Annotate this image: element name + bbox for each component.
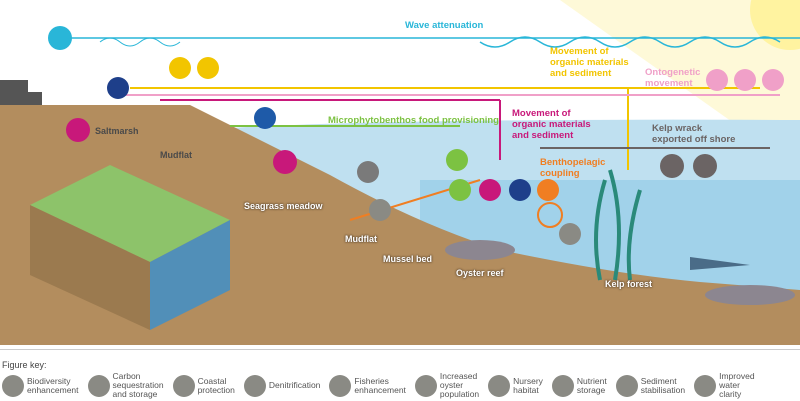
sediment-icon — [66, 118, 90, 142]
organic-materials-yellow-label: Movement of organic materials and sedime… — [550, 46, 629, 79]
habitat-seagrass: Seagrass meadow — [244, 201, 323, 211]
key-item: Increased oyster population — [414, 371, 480, 399]
denitrification-icon — [243, 374, 266, 397]
biodiversity-icon — [762, 69, 784, 91]
key-item: Improved water clarity — [694, 371, 755, 399]
sediment-icon — [197, 57, 219, 79]
habitat-kelp-forest: Kelp forest — [605, 279, 653, 289]
water-drop-icon — [537, 179, 559, 201]
biodiversity-icon — [693, 154, 717, 178]
habitat-mudflat-2: Mudflat — [345, 234, 377, 244]
sediment-icon — [479, 179, 501, 201]
habitat-mudflat: Mudflat — [160, 150, 192, 160]
key-item-label: Nutrient storage — [576, 375, 607, 395]
carbon-icon — [87, 374, 110, 397]
key-item: Denitrification — [243, 374, 321, 397]
key-item: Carbon sequestration and storage — [87, 371, 164, 399]
oyster-icon — [446, 149, 468, 171]
sediment-icon — [615, 374, 638, 397]
key-item-label: Nursery habitat — [513, 375, 543, 395]
building-icon — [0, 80, 28, 105]
shark — [690, 257, 750, 270]
key-item-label: Denitrification — [268, 380, 321, 390]
carbon-icon — [660, 154, 684, 178]
key-item: Nutrient storage — [551, 374, 607, 397]
sediment-icon — [169, 57, 191, 79]
coastal-protection-icon — [172, 374, 195, 397]
kelp — [594, 169, 642, 281]
nutrient-icon — [449, 179, 471, 201]
nursery-icon — [488, 374, 511, 397]
coastal-protection-icon — [48, 26, 72, 50]
oyster-icon — [414, 374, 437, 397]
habitat-oyster-reef: Oyster reef — [456, 268, 504, 278]
key-item-label: Sediment stabilisation — [640, 375, 686, 395]
key-item-label: Fisheries enhancement — [354, 375, 406, 395]
key-item-label: Carbon sequestration and storage — [112, 371, 164, 399]
microphytobenthos-label: Microphytobenthos food provisioning — [328, 115, 499, 126]
key-item: Sediment stabilisation — [615, 374, 686, 397]
ontogenetic-label: Ontogenetic movement — [645, 67, 701, 89]
key-item-label: Increased oyster population — [439, 371, 480, 399]
habitat-mussel-bed: Mussel bed — [383, 254, 433, 264]
fish-icon — [734, 69, 756, 91]
key-item: Nursery habitat — [488, 374, 543, 397]
oyster-icon — [559, 223, 581, 245]
key-item-label: Coastal protection — [197, 375, 235, 395]
habitat-saltmarsh: Saltmarsh — [95, 126, 139, 136]
fish-icon — [329, 374, 352, 397]
oyster-reef — [445, 240, 515, 260]
key-item-label: Biodiversity enhancement — [27, 375, 79, 395]
nursery-icon — [706, 69, 728, 91]
kelp-wrack-label: Kelp wrack exported off shore — [652, 123, 736, 145]
figure-key-title: Figure key: — [2, 360, 47, 370]
key-item: Fisheries enhancement — [329, 374, 406, 397]
key-item: Coastal protection — [172, 374, 235, 397]
biodiversity-icon — [369, 199, 391, 221]
denitrification-icon — [107, 77, 129, 99]
water-drop-icon — [254, 107, 276, 129]
denitrification-icon — [509, 179, 531, 201]
wave-attenuation-label: Wave attenuation — [405, 20, 484, 31]
nursery-icon — [357, 161, 379, 183]
biodiversity-icon — [2, 374, 24, 397]
water-drop-icon — [694, 374, 717, 397]
nutrient-icon — [551, 374, 574, 397]
organic-materials-magenta-label: Movement of organic materials and sedime… — [512, 108, 591, 141]
key-item-label: Improved water clarity — [719, 371, 755, 399]
sediment-icon — [273, 150, 297, 174]
scene-illustration — [0, 0, 800, 345]
figure-key: Biodiversity enhancement Carbon sequestra… — [2, 372, 755, 399]
key-item: Biodiversity enhancement — [2, 374, 79, 397]
divider — [0, 349, 800, 350]
inset-top — [30, 165, 230, 262]
benthopelagic-label: Benthopelagic coupling — [540, 157, 606, 179]
